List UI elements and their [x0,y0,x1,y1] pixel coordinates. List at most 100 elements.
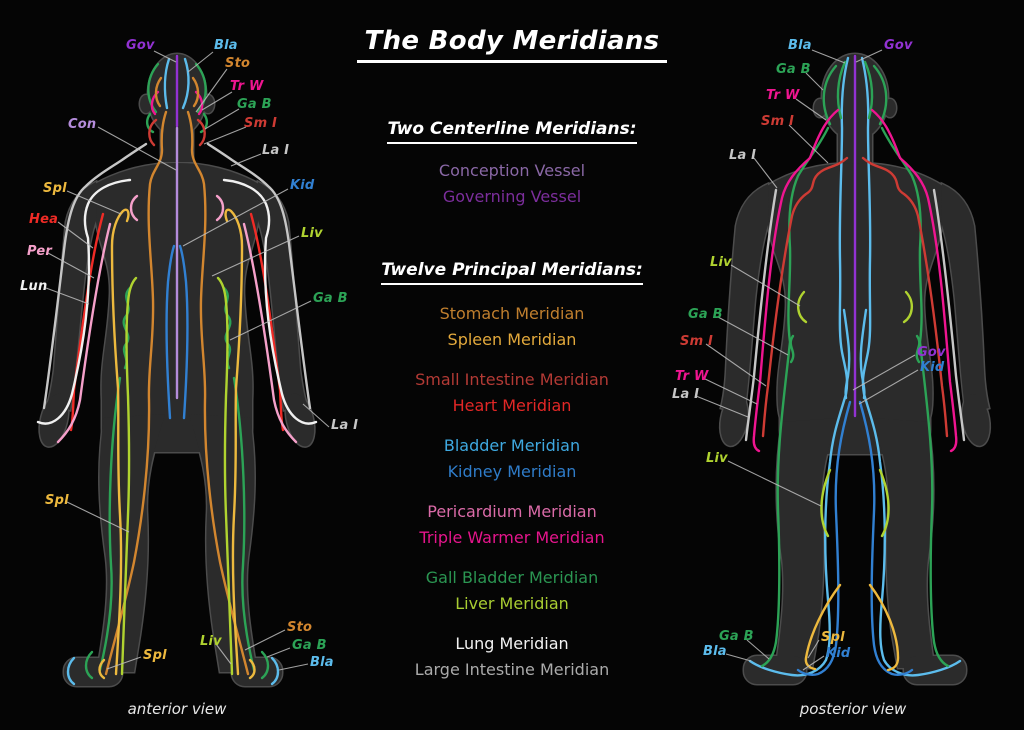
liver-line [878,468,890,538]
meridian-label-spl: Spl [43,181,67,196]
leader-line [805,72,824,91]
meridian-label-sto: Sto [287,620,313,635]
leader-line [203,126,247,145]
leader-line [702,377,758,405]
kidney-line [796,400,852,676]
leader-line [746,639,770,660]
meridian-label-liv: Liv [710,255,732,270]
leader-line [852,354,916,391]
leader-line [45,287,90,305]
meridian-label-sm-i: Sm I [680,334,714,349]
spleen-line [248,658,256,680]
legend-item: Gall Bladder Meridian [425,568,599,587]
meridian-label-gov: Gov [884,38,913,53]
leader-line [795,98,827,121]
bladder-line [66,656,76,686]
meridian-label-bla: Bla [310,655,334,670]
gall-bladder-line [147,62,160,114]
legend-item: Lung Meridian [455,634,569,653]
gall-bladder-line [872,64,888,126]
gall-bladder-line [836,60,847,120]
triple-warmer-line [870,108,958,453]
leader-line [57,221,94,249]
meridian-label-la-i: La I [729,148,757,163]
large-intestine-line [932,188,966,442]
liver-line [216,276,234,676]
leader-line [97,126,177,171]
pericardium-line [215,194,225,222]
liver-line [797,290,808,324]
legend-item: Heart Meridian [452,396,572,415]
leader-line [47,252,95,279]
meridian-label-kid: Kid [290,178,315,193]
leader-line [266,647,291,658]
meridian-label-spl: Spl [143,648,167,663]
meridian-label-spl: Spl [821,630,845,645]
meridian-label-per: Per [27,244,53,259]
small-intestine-line [861,156,949,438]
spleen-line [98,658,106,680]
leader-line [855,49,883,63]
large-intestine-line [744,188,778,442]
spleen-line [110,208,130,676]
meridian-label-la-i: La I [672,387,700,402]
posterior-caption: posterior view [799,700,907,718]
meridian-label-gov: Gov [917,345,946,360]
spleen-line [804,583,842,671]
legend-item: Bladder Meridian [443,436,581,455]
legend-item: Pericardium Meridian [427,502,597,521]
kidney-line [165,244,176,420]
meridian-label-la-i: La I [331,418,359,433]
leader-line [187,51,214,73]
bladder-line [859,308,868,400]
meridian-label-kid: Kid [826,646,851,661]
anterior-caption: anterior view [127,700,227,718]
gall-bladder-line [760,126,830,668]
small-intestine-line [196,118,206,147]
meridian-label-kid: Kid [920,360,945,375]
legend-item: Governing Vessel [442,187,582,206]
leader-line [204,108,240,130]
leader-line [244,629,286,651]
meridian-label-bla: Bla [703,644,727,659]
lung-line [36,178,132,425]
leader-lines [45,49,919,671]
meridian-label-tr-w: Tr W [675,369,709,384]
stomach-line [104,110,168,676]
meridian-label-bla: Bla [214,38,238,53]
leader-line [153,50,177,63]
leader-line [195,68,228,113]
spleen-line [224,208,244,676]
meridian-label-ga-b: Ga B [292,638,327,653]
small-intestine-line [761,156,849,438]
gall-bladder-line [863,60,874,120]
leader-line [215,643,232,665]
gall-bladder-line [260,650,270,680]
gall-bladder-line [789,334,795,364]
page-title: The Body Meridians [356,26,668,63]
bladder-line [181,57,190,110]
bladder-line [270,656,280,686]
leader-line [695,395,749,418]
large-intestine-line [206,142,312,410]
meridian-label-liv: Liv [706,451,728,466]
meridian-label-ga-b: Ga B [776,62,811,77]
meridian-label-hea: Hea [29,212,59,227]
gall-bladder-line [84,650,94,680]
meridian-label-ga-b: Ga B [313,291,348,306]
meridian-label-liv: Liv [200,634,222,649]
leader-line [302,403,330,428]
legend-item: Kidney Meridian [447,462,577,481]
large-intestine-line [42,142,148,410]
gall-bladder-line [145,112,155,134]
meridian-label-sm-i: Sm I [761,114,795,129]
bladder-line [842,308,851,400]
meridian-label-gov: Gov [126,38,155,53]
